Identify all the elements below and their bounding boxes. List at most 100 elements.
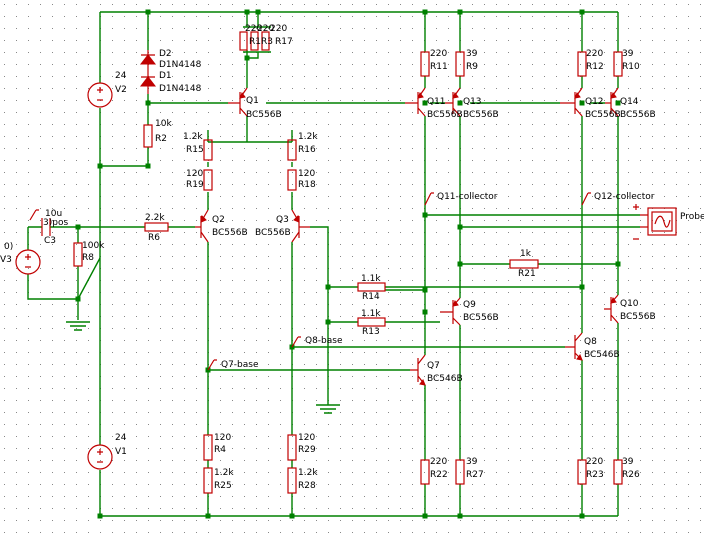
transistor-q13 [445, 87, 461, 117]
label-r13: R13 [362, 327, 380, 337]
label-r16-value: 1.2k [298, 132, 318, 142]
transistor-q12 [560, 87, 583, 117]
label-q10-model: BC556B [620, 312, 656, 322]
transistor-q11 [405, 87, 426, 117]
junction-dot [244, 55, 250, 61]
junction-dot [255, 9, 261, 15]
label-r4: R4 [214, 445, 226, 455]
probe-flag-q12 [581, 192, 591, 206]
label-probe-q11: Q11-collector [437, 192, 498, 202]
junction-dot [75, 296, 81, 302]
transistor-q2 [195, 209, 209, 243]
junctions [75, 9, 621, 519]
probe-flags [29, 192, 591, 371]
junction-dot [615, 261, 621, 267]
label-r9-value: 39 [466, 49, 478, 59]
wire-q7 [208, 369, 426, 516]
transistor-q7 [410, 354, 426, 386]
label-r25-value: 1.2k [214, 468, 234, 478]
label-v1: V1 [115, 447, 127, 457]
label-q8-model: BC546B [584, 350, 620, 360]
resistor-r10 [613, 51, 623, 77]
label-r19-value: 120 [186, 169, 203, 179]
junction-dot [457, 513, 463, 519]
label-q2-model: BC556B [212, 228, 248, 238]
label-r15-value: 1.2k [183, 132, 203, 142]
label-r21-value: 1k [520, 249, 532, 259]
v1-source [87, 444, 113, 470]
label-r17-value: 220 [270, 24, 287, 34]
diode-d1 [139, 72, 157, 94]
label-c3: C3 [44, 236, 56, 246]
label-q7-model: BC546B [427, 374, 463, 384]
label-r26: R26 [622, 470, 640, 480]
resistor-r8 [73, 242, 83, 267]
resistors-horizontal [144, 222, 539, 327]
junction-dot [145, 9, 151, 15]
junction-dot [615, 100, 621, 106]
label-r3-value: 220 [257, 24, 274, 34]
label-r23: R23 [586, 470, 604, 480]
junction-dot [97, 513, 103, 519]
transistor-q8 [565, 332, 583, 361]
resistor-r11 [420, 51, 430, 77]
label-r8-value: 100k [82, 241, 105, 251]
junction-dot [325, 284, 331, 290]
label-q12-model: BC556B [585, 110, 621, 120]
resistor-r26 [613, 459, 623, 485]
v2-source [87, 82, 113, 108]
resistor-r17 [261, 31, 270, 51]
transistor-q10 [604, 294, 619, 324]
label-r18-value: 120 [298, 169, 315, 179]
label-r10-value: 39 [622, 49, 634, 59]
transistor-q1 [228, 87, 248, 117]
label-r9: R9 [466, 62, 478, 72]
label-q3: Q3 [276, 215, 289, 225]
label-q11-model: BC556B [427, 110, 463, 120]
label-r16: R16 [298, 145, 316, 155]
wire-diff-pair [207, 130, 293, 210]
resistor-r2 [143, 124, 153, 148]
resistor-r15 [203, 139, 213, 161]
label-q2: Q2 [212, 215, 225, 225]
label-r12: R12 [586, 62, 604, 72]
label-r3: R3 [261, 37, 273, 47]
label-q9-model: BC556B [463, 313, 499, 323]
label-d1-model: D1N4148 [159, 84, 202, 94]
junction-dot [422, 100, 428, 106]
label-r15: R15 [186, 145, 204, 155]
resistor-r22 [420, 459, 430, 485]
junction-dot [289, 513, 295, 519]
label-probe-q7: Q7-base [221, 360, 259, 370]
wires [27, 11, 640, 517]
junction-dot [97, 163, 103, 169]
label-r25: R25 [214, 481, 232, 491]
label-probe: Probe [680, 212, 704, 222]
junction-dot [579, 9, 585, 15]
label-v2-value: 24 [115, 71, 127, 81]
resistor-r29 [287, 434, 297, 461]
ground-symbol-input [66, 321, 90, 331]
background-grid [4, 4, 701, 533]
label-r6-value: 2.2k [145, 213, 165, 223]
label-r10: R10 [622, 62, 640, 72]
diode-d2 [139, 50, 157, 72]
junction-dot [422, 287, 428, 293]
wire-q3-base [310, 226, 329, 405]
resistor-r19 [203, 169, 213, 191]
label-q14: Q14 [620, 97, 639, 107]
resistor-r1 [239, 31, 248, 51]
resistor-r28 [287, 467, 297, 494]
label-r11-value: 220 [430, 49, 447, 59]
junction-dot [205, 513, 211, 519]
label-probe-q12: Q12-collector [594, 192, 655, 202]
probe-flag-q8 [291, 336, 301, 348]
wire-collector-ties [425, 214, 640, 265]
transistor-q14 [605, 87, 619, 117]
junction-dot [422, 9, 428, 15]
label-r4-value: 120 [214, 433, 231, 443]
junction-dot [457, 9, 463, 15]
label-v3: V3 [0, 255, 12, 265]
